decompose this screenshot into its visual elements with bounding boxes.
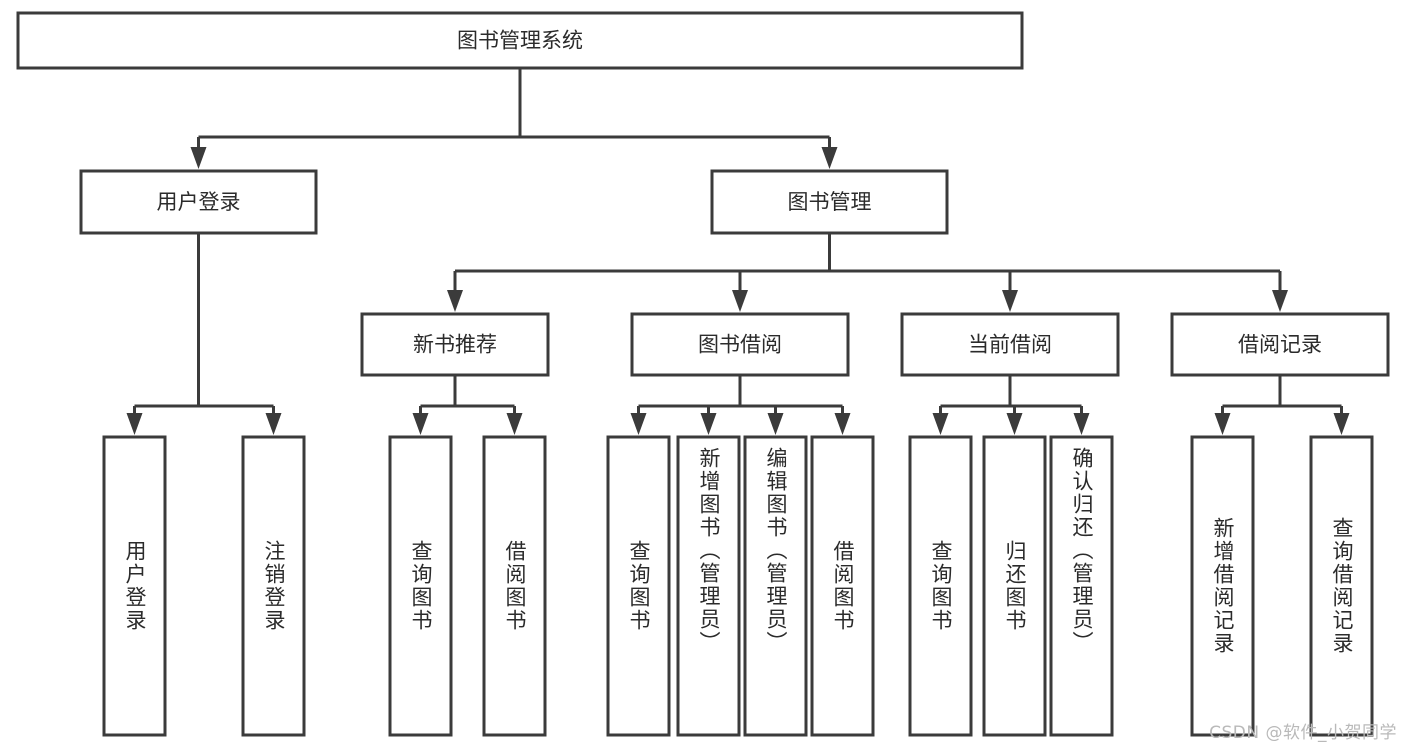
node-label: 图书管理系统	[457, 29, 583, 53]
node-box[interactable]	[900, 312, 1120, 377]
node-leaf-1[interactable]	[241, 435, 306, 737]
node-box[interactable]	[16, 11, 1024, 70]
edge-leaf-9-arrowhead	[1006, 413, 1023, 435]
node-l3-0[interactable]: 新书推荐	[360, 312, 550, 377]
node-root-0[interactable]: 图书管理系统	[16, 11, 1024, 70]
edge-leaf-6-arrowhead	[767, 413, 784, 435]
node-box[interactable]	[388, 435, 453, 737]
watermark-text: CSDN @软件_小贺同学	[1209, 723, 1397, 743]
node-label: 当前借阅	[968, 333, 1052, 357]
node-box[interactable]	[630, 312, 850, 377]
node-box[interactable]	[606, 435, 671, 737]
node-label: 用户登录	[157, 190, 241, 214]
edge-l2-to-l3-0-arrowhead	[447, 290, 463, 312]
edge-leaf-10-arrowhead	[1073, 413, 1090, 435]
node-leaf-11[interactable]	[1190, 435, 1255, 737]
edge-leaf-3-arrowhead	[506, 413, 523, 435]
node-box[interactable]	[810, 435, 875, 737]
edge-leaf-8-arrowhead	[932, 413, 949, 435]
connectors-layer	[126, 68, 1350, 435]
node-l3-1[interactable]: 图书借阅	[630, 312, 850, 377]
node-leaf-8[interactable]	[908, 435, 973, 737]
node-label: 图书管理	[788, 190, 872, 214]
node-box[interactable]	[676, 435, 741, 737]
node-box[interactable]	[241, 435, 306, 737]
node-l3-3[interactable]: 借阅记录	[1170, 312, 1390, 377]
edge-root-to-l2-0-arrowhead	[190, 147, 207, 169]
node-leaf-2[interactable]	[388, 435, 453, 737]
edge-leaf-0-arrowhead	[126, 413, 143, 435]
node-leaf-0[interactable]	[102, 435, 167, 737]
node-box[interactable]	[360, 312, 550, 377]
node-leaf-12[interactable]	[1309, 435, 1374, 737]
edge-leaf-4-arrowhead	[630, 413, 647, 435]
node-leaf-6[interactable]	[743, 435, 808, 737]
node-box[interactable]	[1309, 435, 1374, 737]
edge-leaf-2-arrowhead	[412, 413, 429, 435]
node-box[interactable]	[1170, 312, 1390, 377]
node-leaf-4[interactable]	[606, 435, 671, 737]
node-box[interactable]	[102, 435, 167, 737]
node-box[interactable]	[908, 435, 973, 737]
edge-leaf-7-arrowhead	[834, 413, 851, 435]
node-label: 新书推荐	[413, 333, 497, 357]
node-box[interactable]	[79, 169, 318, 235]
edge-l2-to-l3-3-arrowhead	[1272, 290, 1288, 312]
node-box[interactable]	[1049, 435, 1114, 737]
node-box[interactable]	[482, 435, 547, 737]
node-l2-1[interactable]: 图书管理	[710, 169, 949, 235]
node-leaf-9[interactable]	[982, 435, 1047, 737]
node-leaf-10[interactable]	[1049, 435, 1114, 737]
node-leaf-5[interactable]	[676, 435, 741, 737]
node-l2-0[interactable]: 用户登录	[79, 169, 318, 235]
edge-leaf-11-arrowhead	[1214, 413, 1231, 435]
node-box[interactable]	[1190, 435, 1255, 737]
edge-leaf-5-arrowhead	[700, 413, 717, 435]
node-box[interactable]	[982, 435, 1047, 737]
node-leaf-7[interactable]	[810, 435, 875, 737]
edge-root-to-l2-1-arrowhead	[821, 147, 838, 169]
node-label: 借阅记录	[1238, 333, 1322, 357]
node-leaf-3[interactable]	[482, 435, 547, 737]
node-box[interactable]	[710, 169, 949, 235]
edge-leaf-1-arrowhead	[265, 413, 282, 435]
edge-l2-to-l3-2-arrowhead	[1002, 290, 1018, 312]
node-label: 图书借阅	[698, 333, 782, 357]
node-l3-2[interactable]: 当前借阅	[900, 312, 1120, 377]
edge-leaf-12-arrowhead	[1333, 413, 1350, 435]
edge-l2-to-l3-1-arrowhead	[732, 290, 748, 312]
node-box[interactable]	[743, 435, 808, 737]
